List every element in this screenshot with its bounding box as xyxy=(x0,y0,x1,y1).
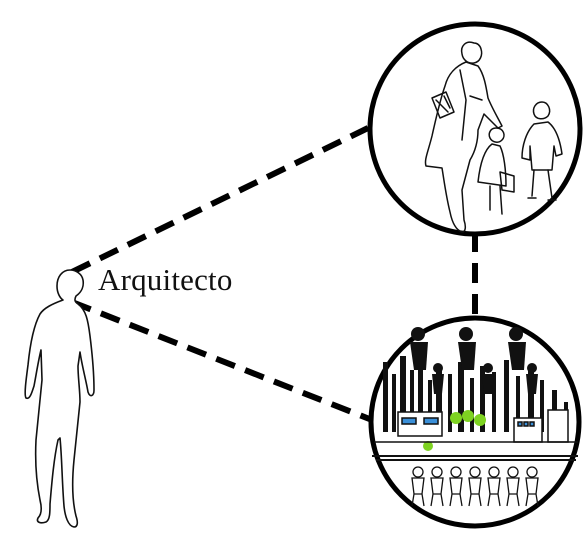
edge-architect-to-city xyxy=(70,299,374,423)
family-circle xyxy=(367,21,583,237)
green-trees xyxy=(423,410,486,451)
city-street-scene-icon xyxy=(372,327,578,507)
people-row xyxy=(411,466,539,507)
architect-label: Arquitecto xyxy=(98,262,233,297)
woman-with-children-icon xyxy=(424,41,563,233)
connectors xyxy=(70,125,478,423)
street xyxy=(372,441,578,461)
floating-figures xyxy=(410,327,538,394)
edge-architect-to-family xyxy=(70,125,370,275)
architect-silhouette-icon xyxy=(24,269,95,528)
city-circle xyxy=(368,315,582,529)
front-buildings xyxy=(397,409,569,443)
